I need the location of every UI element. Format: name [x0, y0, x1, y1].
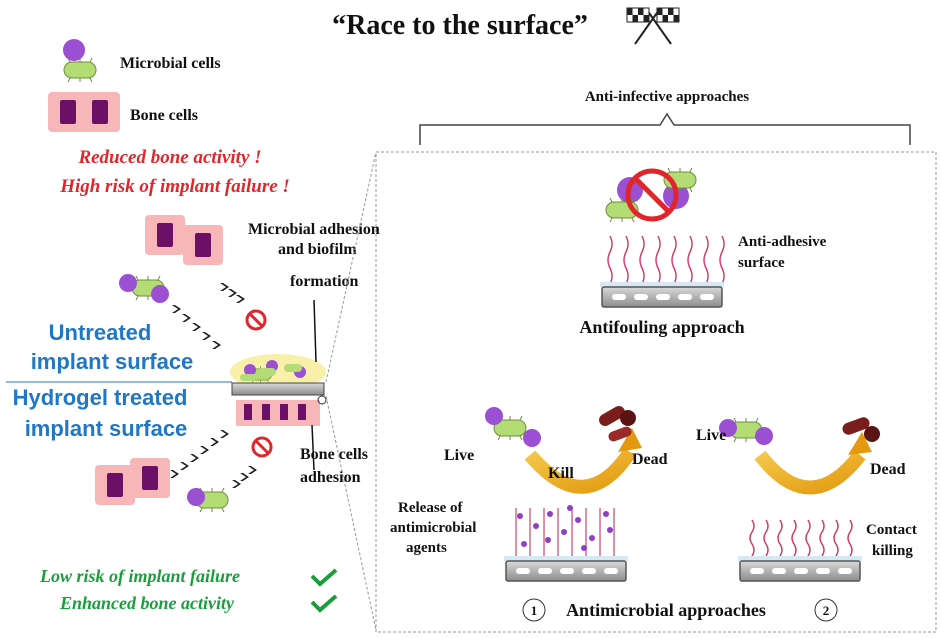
- approaches-heading: Anti-infective approaches: [585, 89, 749, 105]
- approaches-panel: [375, 151, 937, 633]
- adhesion-label-2: and biofilm: [278, 241, 357, 258]
- benefit-line-1: Low risk of implant failure: [39, 566, 240, 586]
- contact-label-2: killing: [872, 543, 913, 559]
- antiadhesive-label-2: surface: [738, 255, 785, 271]
- warning-line-1: Reduced bone activity !: [77, 147, 261, 168]
- treated-label-1: Hydrogel treated: [13, 385, 188, 410]
- antifouling-title: Antifouling approach: [579, 317, 744, 337]
- bone-adhesion-label-1: Bone cells: [300, 446, 368, 463]
- check-icon: [310, 594, 338, 613]
- release-illustration: [485, 406, 642, 582]
- page-title: “Race to the surface”: [332, 10, 588, 41]
- checkered-flags-icon: [626, 7, 680, 45]
- antiadhesive-label-1: Anti-adhesive: [738, 234, 827, 250]
- number-2-label: 2: [823, 603, 830, 618]
- contact-illustration: [719, 417, 880, 582]
- microbial-cells-icon: [63, 39, 97, 83]
- heading-bracket: [419, 112, 911, 145]
- bottom-bone-cells: [95, 458, 170, 505]
- bottom-microbes: [187, 487, 229, 513]
- bone-pointer: [311, 424, 315, 471]
- bone-cells-icon: [48, 92, 120, 132]
- zoom-line-top: [325, 151, 377, 383]
- no-bacteria-icon: [251, 436, 273, 458]
- number-2-badge: [814, 598, 838, 622]
- adhesion-label-1: Microbial adhesion: [248, 221, 380, 238]
- legend-bone-label: Bone cells: [130, 107, 198, 124]
- warning-line-2: High risk of implant failure !: [59, 176, 290, 197]
- live-label-a: Live: [444, 447, 474, 464]
- live-label-b: Live: [696, 427, 726, 444]
- number-1-label: 1: [531, 603, 538, 618]
- release-label-3: agents: [406, 540, 447, 556]
- zoom-line-bottom: [325, 395, 377, 631]
- bone-adhesion-label-2: adhesion: [300, 469, 361, 486]
- benefit-line-2: Enhanced bone activity: [59, 593, 235, 613]
- untreated-label-2: implant surface: [31, 349, 194, 374]
- treated-label-2: implant surface: [25, 416, 188, 441]
- kill-label: Kill: [548, 465, 574, 482]
- upper-arrow-1: [220, 283, 245, 303]
- implant-central: [230, 354, 327, 426]
- antimicrobial-title: Antimicrobial approaches: [566, 600, 766, 620]
- dead-label-a: Dead: [632, 451, 668, 468]
- top-microbes: [119, 274, 169, 303]
- adhesion-label-3: formation: [290, 273, 359, 290]
- top-bone-cells: [145, 215, 223, 265]
- no-adhesion-icon: [245, 309, 267, 331]
- contact-label-1: Contact: [866, 522, 917, 538]
- upper-arrow-2: [172, 305, 221, 349]
- adhesion-pointer: [313, 299, 317, 363]
- release-label-2: antimicrobial: [390, 520, 476, 536]
- release-label-1: Release of: [398, 500, 464, 516]
- untreated-label-1: Untreated: [49, 320, 152, 345]
- lower-arrow-2: [232, 466, 257, 488]
- number-1-badge: [522, 598, 546, 622]
- legend-microbial-label: Microbial cells: [120, 55, 221, 72]
- antifouling-illustration: [600, 167, 725, 308]
- dead-label-b: Dead: [870, 461, 906, 478]
- check-icon: [310, 568, 338, 587]
